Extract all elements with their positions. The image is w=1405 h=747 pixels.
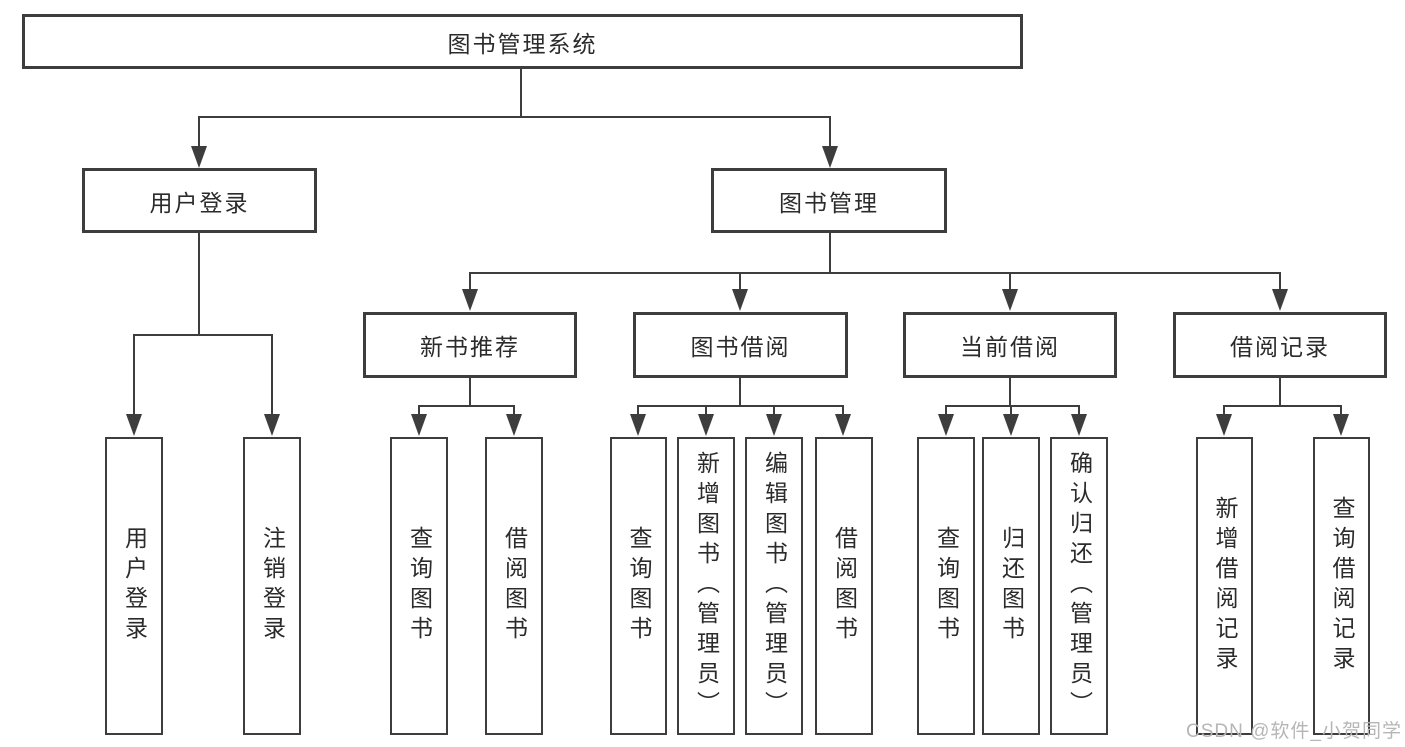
arrowhead-leaf-login bbox=[126, 414, 142, 436]
leaf-logout: 注销登录 bbox=[243, 437, 301, 735]
connector-borrow-bus bbox=[637, 405, 844, 407]
connector-newbook-stem bbox=[469, 378, 471, 407]
arrowhead-book-management bbox=[822, 146, 838, 168]
leaf-current-query-label: 查询图书 bbox=[933, 526, 960, 646]
arrowhead-nb-query bbox=[411, 414, 427, 436]
arrowhead-c-query bbox=[938, 414, 954, 436]
connector-drop-b-add bbox=[705, 405, 707, 416]
connector-drop-c-query bbox=[945, 405, 947, 416]
connector-drop-records bbox=[1279, 272, 1281, 291]
leaf-records-add-label: 新增借阅记录 bbox=[1212, 496, 1238, 676]
connector-drop-currentborrow bbox=[1009, 272, 1011, 291]
connector-drop-r-query bbox=[1340, 405, 1342, 416]
leaf-current-confirm-return-label: 确认归还（管理员） bbox=[1066, 451, 1093, 721]
connector-drop-nb-query bbox=[418, 405, 420, 416]
node-book-management: 图书管理 bbox=[711, 168, 947, 233]
leaf-current-return: 归还图书 bbox=[982, 437, 1040, 735]
leaf-newbooks-borrow: 借阅图书 bbox=[485, 437, 543, 735]
connector-drop-leaf-logout bbox=[271, 334, 273, 416]
leaf-borrow-add: 新增图书（管理员） bbox=[677, 437, 735, 735]
arrowhead-b-edit bbox=[766, 414, 782, 436]
connector-drop-leaf-login bbox=[133, 334, 135, 416]
connector-newbook-bus bbox=[418, 405, 515, 407]
connector-drop-b-borrow bbox=[842, 405, 844, 416]
connector-bookmgmt-stem bbox=[829, 233, 831, 274]
connector-drop-book-management bbox=[829, 116, 831, 148]
connector-drop-bookborrow bbox=[739, 272, 741, 291]
arrowhead-records bbox=[1272, 289, 1288, 311]
connector-current-stem bbox=[1009, 378, 1011, 407]
leaf-current-confirm-return: 确认归还（管理员） bbox=[1050, 437, 1108, 735]
leaf-records-add: 新增借阅记录 bbox=[1196, 437, 1253, 735]
connector-records-bus bbox=[1223, 405, 1342, 407]
connector-records-stem bbox=[1279, 378, 1281, 407]
connector-drop-b-edit bbox=[773, 405, 775, 416]
connector-drop-user-login bbox=[198, 116, 200, 148]
leaf-newbooks-borrow-label: 借阅图书 bbox=[501, 526, 528, 646]
leaf-user-login: 用户登录 bbox=[105, 437, 163, 735]
connector-drop-c-confirm bbox=[1078, 405, 1080, 416]
leaf-borrow-add-label: 新增图书（管理员） bbox=[693, 451, 720, 721]
leaf-logout-label: 注销登录 bbox=[259, 526, 286, 646]
connector-borrow-stem bbox=[739, 378, 741, 407]
arrowhead-currentborrow bbox=[1002, 289, 1018, 311]
node-root: 图书管理系统 bbox=[22, 14, 1023, 69]
csdn-watermark: CSDN @软件_小贺同学 bbox=[1186, 721, 1402, 742]
arrowhead-c-return bbox=[1003, 414, 1019, 436]
leaf-current-query: 查询图书 bbox=[917, 437, 975, 735]
arrowhead-b-add bbox=[698, 414, 714, 436]
connector-root-bus bbox=[198, 116, 831, 118]
connector-drop-r-add bbox=[1223, 405, 1225, 416]
arrowhead-newbook bbox=[462, 289, 478, 311]
leaf-newbooks-query: 查询图书 bbox=[390, 437, 448, 735]
connector-drop-nb-borrow bbox=[513, 405, 515, 416]
connector-current-bus bbox=[945, 405, 1080, 407]
node-book-borrow: 图书借阅 bbox=[633, 312, 848, 378]
leaf-current-return-label: 归还图书 bbox=[998, 526, 1025, 646]
node-user-login-label: 用户登录 bbox=[149, 189, 250, 216]
leaf-borrow-query: 查询图书 bbox=[610, 437, 667, 735]
node-new-book-recommend-label: 新书推荐 bbox=[420, 334, 520, 360]
connector-drop-b-query bbox=[637, 405, 639, 416]
arrowhead-r-query bbox=[1333, 414, 1349, 436]
leaf-borrow-edit-label: 编辑图书（管理员） bbox=[761, 451, 788, 721]
node-current-borrow: 当前借阅 bbox=[903, 312, 1117, 378]
node-book-borrow-label: 图书借阅 bbox=[690, 334, 791, 360]
node-borrow-records-label: 借阅记录 bbox=[1230, 334, 1330, 360]
arrowhead-bookborrow bbox=[732, 289, 748, 311]
leaf-borrow-edit: 编辑图书（管理员） bbox=[745, 437, 803, 735]
leaf-records-query: 查询借阅记录 bbox=[1313, 437, 1370, 735]
leaf-user-login-label: 用户登录 bbox=[121, 526, 148, 646]
node-current-borrow-label: 当前借阅 bbox=[960, 334, 1060, 360]
leaf-borrow-borrow-label: 借阅图书 bbox=[831, 526, 858, 646]
connector-userlogin-bus bbox=[133, 334, 273, 336]
connector-userlogin-stem bbox=[198, 233, 200, 336]
connector-bookmgmt-bus bbox=[469, 272, 1281, 274]
leaf-newbooks-query-label: 查询图书 bbox=[406, 526, 433, 646]
arrowhead-b-borrow bbox=[835, 414, 851, 436]
arrowhead-r-add bbox=[1216, 414, 1232, 436]
arrowhead-b-query bbox=[630, 414, 646, 436]
node-borrow-records: 借阅记录 bbox=[1173, 312, 1387, 378]
node-new-book-recommend: 新书推荐 bbox=[363, 312, 577, 378]
connector-root-stem bbox=[520, 69, 522, 117]
leaf-borrow-query-label: 查询图书 bbox=[626, 526, 652, 646]
leaf-records-query-label: 查询借阅记录 bbox=[1329, 496, 1355, 676]
connector-drop-c-return bbox=[1010, 405, 1012, 416]
node-book-management-label: 图书管理 bbox=[779, 189, 879, 216]
node-root-label: 图书管理系统 bbox=[447, 30, 598, 57]
arrowhead-user-login bbox=[191, 146, 207, 168]
node-user-login: 用户登录 bbox=[82, 168, 317, 233]
arrowhead-leaf-logout bbox=[264, 414, 280, 436]
arrowhead-nb-borrow bbox=[506, 414, 522, 436]
connector-drop-newbook bbox=[469, 272, 471, 291]
arrowhead-c-confirm bbox=[1071, 414, 1087, 436]
leaf-borrow-borrow: 借阅图书 bbox=[815, 437, 873, 735]
